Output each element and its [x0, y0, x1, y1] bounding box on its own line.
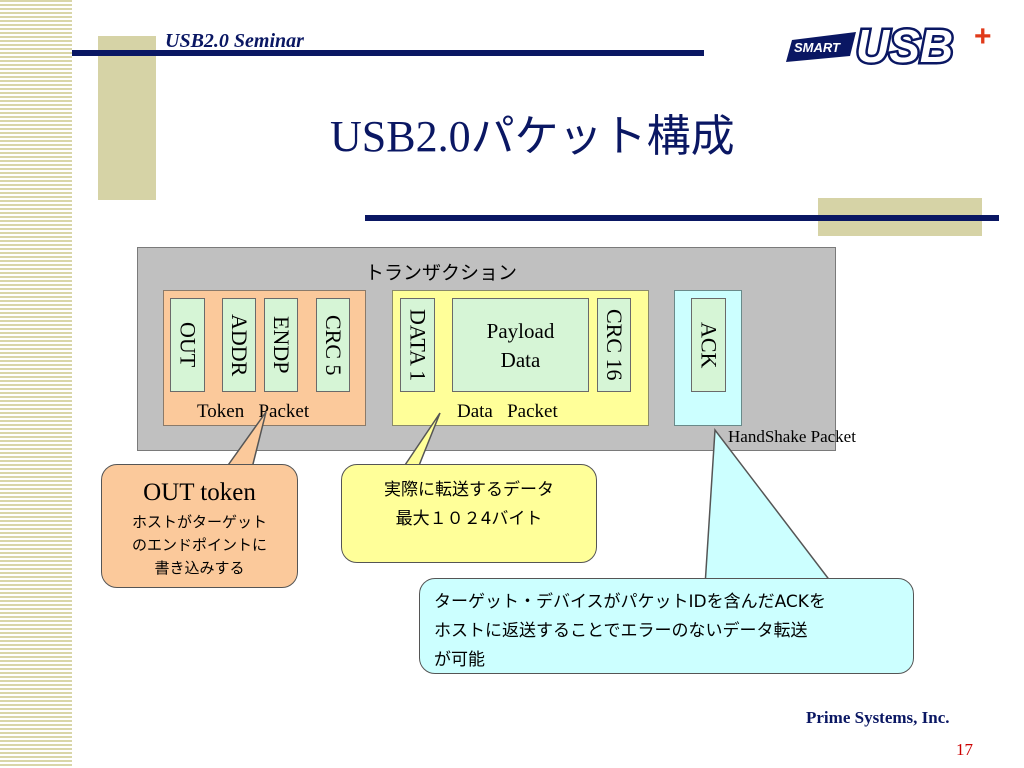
page-title: USB2.0パケット構成 [330, 112, 735, 161]
data-packet-label: Data Packet [457, 401, 558, 422]
out-token-line3: 書き込みする [154, 559, 245, 577]
endp-field: ENDP [264, 298, 298, 392]
payload-field: Payload Data [452, 298, 589, 392]
out-token-line1: ホストがターゲット [131, 513, 267, 531]
data-callout: 実際に転送するデータ 最大１０２4バイト [341, 464, 597, 563]
ack-callout-line2: ホストに返送することでエラーのないデータ転送 [434, 621, 808, 641]
data-callout-line2: 最大１０２4バイト [395, 509, 543, 529]
ack-callout: ターゲット・デバイスがパケットIDを含んだACKを ホストに返送することでエラー… [419, 578, 914, 674]
out-field: OUT [170, 298, 205, 392]
payload-line2: Data [500, 348, 541, 372]
ack-callout-line3: が可能 [434, 650, 485, 670]
data1-field: DATA 1 [400, 298, 435, 392]
logo-smart-text: SMART [794, 40, 841, 55]
out-token-pointer [224, 411, 267, 469]
data-pointer [401, 412, 441, 469]
data1-field-label: DATA 1 [405, 308, 431, 382]
decorative-stripes [0, 0, 72, 768]
title-rule [365, 215, 999, 221]
transaction-label: トランザクション [365, 262, 518, 284]
usb-logo: SMART USB + [784, 18, 999, 75]
out-token-title: OUT token [143, 479, 256, 506]
ack-field-label: ACK [696, 321, 722, 369]
handshake-packet-label: HandShake Packet [728, 427, 856, 446]
page-number: 17 [956, 740, 973, 759]
addr-field-label: ADDR [227, 313, 252, 377]
payload-line1: Payload [486, 319, 555, 343]
ack-callout-line1: ターゲット・デバイスがパケットIDを含んだACKを [434, 592, 826, 612]
crc5-field-label: CRC 5 [321, 314, 346, 376]
crc16-field-label: CRC 16 [602, 309, 627, 381]
out-field-label: OUT [175, 322, 201, 368]
out-token-callout: OUT token ホストがターゲット のエンドポイントに 書き込みする [101, 464, 298, 588]
seminar-header: USB2.0 Seminar [165, 30, 304, 52]
endp-field-label: ENDP [269, 316, 294, 374]
crc16-field: CRC 16 [597, 298, 631, 392]
company-name: Prime Systems, Inc. [806, 708, 950, 727]
crc5-field: CRC 5 [316, 298, 350, 392]
ack-field: ACK [691, 298, 726, 392]
ack-pointer [704, 427, 836, 587]
header-rule [72, 50, 704, 56]
token-packet-label: Token Packet [197, 401, 310, 422]
logo-plus-text: + [974, 20, 992, 53]
addr-field: ADDR [222, 298, 256, 392]
logo-usb-text: USB [856, 20, 953, 68]
data-callout-line1: 実際に転送するデータ [384, 480, 554, 500]
decor-block-top [98, 36, 156, 200]
out-token-line2: のエンドポイントに [131, 536, 267, 554]
